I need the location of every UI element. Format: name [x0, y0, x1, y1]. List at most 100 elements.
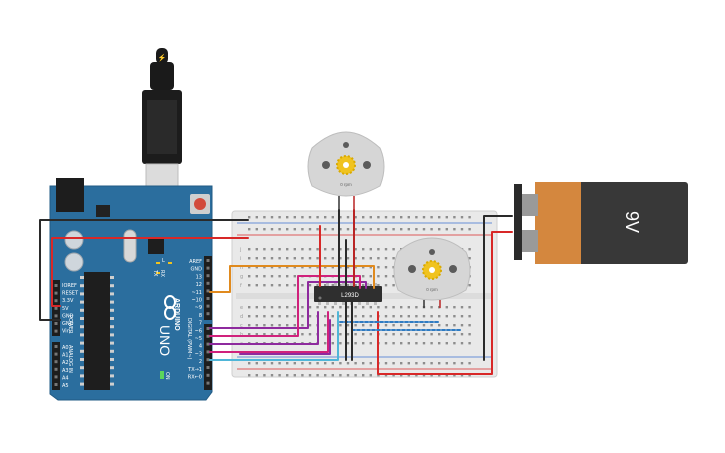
breadboard-hole[interactable] [308, 315, 312, 318]
breadboard-hole[interactable] [468, 362, 471, 365]
header-hole[interactable] [206, 358, 210, 362]
breadboard-hole[interactable] [308, 324, 312, 327]
breadboard-hole[interactable] [286, 228, 289, 231]
breadboard-hole[interactable] [339, 324, 342, 327]
breadboard-hole[interactable] [270, 324, 274, 327]
breadboard-hole[interactable] [430, 216, 433, 219]
breadboard-hole[interactable] [392, 266, 395, 269]
breadboard-hole[interactable] [339, 374, 342, 377]
breadboard-hole[interactable] [468, 315, 471, 318]
breadboard-hole[interactable] [384, 362, 388, 365]
breadboard-hole[interactable] [362, 228, 365, 231]
breadboard-hole[interactable] [445, 324, 448, 327]
breadboard-hole[interactable] [392, 362, 395, 365]
breadboard-hole[interactable] [331, 216, 334, 219]
breadboard-hole[interactable] [453, 306, 456, 309]
breadboard-hole[interactable] [384, 333, 388, 336]
breadboard-hole[interactable] [339, 216, 342, 219]
breadboard-hole[interactable] [316, 374, 319, 377]
breadboard-hole[interactable] [354, 228, 357, 231]
breadboard-hole[interactable] [278, 324, 281, 327]
breadboard-hole[interactable] [384, 248, 388, 251]
breadboard-hole[interactable] [270, 257, 274, 260]
breadboard-hole[interactable] [392, 374, 395, 377]
breadboard-hole[interactable] [453, 228, 456, 231]
breadboard-hole[interactable] [392, 257, 395, 260]
breadboard-hole[interactable] [324, 374, 327, 377]
breadboard-hole[interactable] [392, 306, 395, 309]
breadboard-hole[interactable] [392, 342, 395, 345]
breadboard-hole[interactable] [324, 284, 327, 287]
breadboard-hole[interactable] [407, 306, 410, 309]
breadboard-hole[interactable] [415, 315, 418, 318]
breadboard-hole[interactable] [339, 362, 342, 365]
breadboard-hole[interactable] [324, 257, 327, 260]
header-hole[interactable] [206, 297, 210, 300]
header-hole[interactable] [206, 334, 210, 338]
breadboard-hole[interactable] [293, 333, 296, 336]
breadboard-hole[interactable] [293, 362, 296, 365]
breadboard-hole[interactable] [324, 324, 327, 327]
breadboard-hole[interactable] [430, 374, 433, 377]
breadboard-hole[interactable] [308, 306, 312, 309]
breadboard-hole[interactable] [384, 324, 388, 327]
breadboard-hole[interactable] [270, 333, 274, 336]
breadboard-hole[interactable] [308, 284, 312, 287]
breadboard-hole[interactable] [453, 362, 456, 365]
breadboard-hole[interactable] [460, 324, 464, 327]
breadboard-hole[interactable] [286, 315, 289, 318]
breadboard-hole[interactable] [400, 333, 403, 336]
breadboard-hole[interactable] [362, 216, 365, 219]
breadboard-hole[interactable] [362, 374, 365, 377]
breadboard-hole[interactable] [331, 266, 334, 269]
breadboard-hole[interactable] [316, 228, 319, 231]
breadboard-hole[interactable] [369, 284, 372, 287]
breadboard-hole[interactable] [301, 248, 304, 251]
header-hole[interactable] [54, 306, 58, 310]
breadboard-hole[interactable] [400, 228, 403, 231]
breadboard-hole[interactable] [339, 228, 342, 231]
breadboard-hole[interactable] [369, 257, 372, 260]
breadboard-hole[interactable] [415, 306, 418, 309]
header-hole[interactable] [206, 266, 210, 270]
header-hole[interactable] [54, 314, 58, 318]
breadboard-hole[interactable] [407, 374, 410, 377]
breadboard-hole[interactable] [346, 266, 350, 269]
breadboard-hole[interactable] [430, 306, 433, 309]
breadboard-hole[interactable] [377, 266, 380, 269]
breadboard-hole[interactable] [362, 306, 365, 309]
header-hole[interactable] [54, 284, 58, 287]
breadboard-hole[interactable] [422, 315, 426, 318]
breadboard-hole[interactable] [369, 306, 372, 309]
breadboard-hole[interactable] [369, 275, 372, 278]
breadboard-hole[interactable] [354, 324, 357, 327]
breadboard-hole[interactable] [316, 216, 319, 219]
breadboard-hole[interactable] [286, 216, 289, 219]
breadboard-hole[interactable] [377, 275, 380, 278]
breadboard-hole[interactable] [453, 333, 456, 336]
breadboard-hole[interactable] [255, 374, 258, 377]
breadboard-hole[interactable] [400, 362, 403, 365]
breadboard-hole[interactable] [369, 342, 372, 345]
breadboard-hole[interactable] [270, 248, 274, 251]
breadboard-hole[interactable] [331, 257, 334, 260]
breadboard-hole[interactable] [438, 216, 441, 219]
breadboard-hole[interactable] [392, 315, 395, 318]
breadboard-hole[interactable] [422, 342, 426, 345]
breadboard-hole[interactable] [346, 306, 350, 309]
breadboard-hole[interactable] [400, 374, 403, 377]
breadboard-hole[interactable] [339, 284, 342, 287]
breadboard-hole[interactable] [339, 315, 342, 318]
breadboard-hole[interactable] [255, 362, 258, 365]
breadboard-hole[interactable] [362, 342, 365, 345]
breadboard-hole[interactable] [362, 284, 365, 287]
breadboard-hole[interactable] [369, 248, 372, 251]
breadboard-hole[interactable] [354, 284, 357, 287]
breadboard-hole[interactable] [392, 216, 395, 219]
header-hole[interactable] [54, 299, 58, 303]
breadboard-hole[interactable] [346, 362, 350, 365]
breadboard-hole[interactable] [430, 342, 433, 345]
breadboard-hole[interactable] [384, 228, 388, 231]
breadboard-hole[interactable] [369, 266, 372, 269]
breadboard-hole[interactable] [248, 275, 251, 278]
